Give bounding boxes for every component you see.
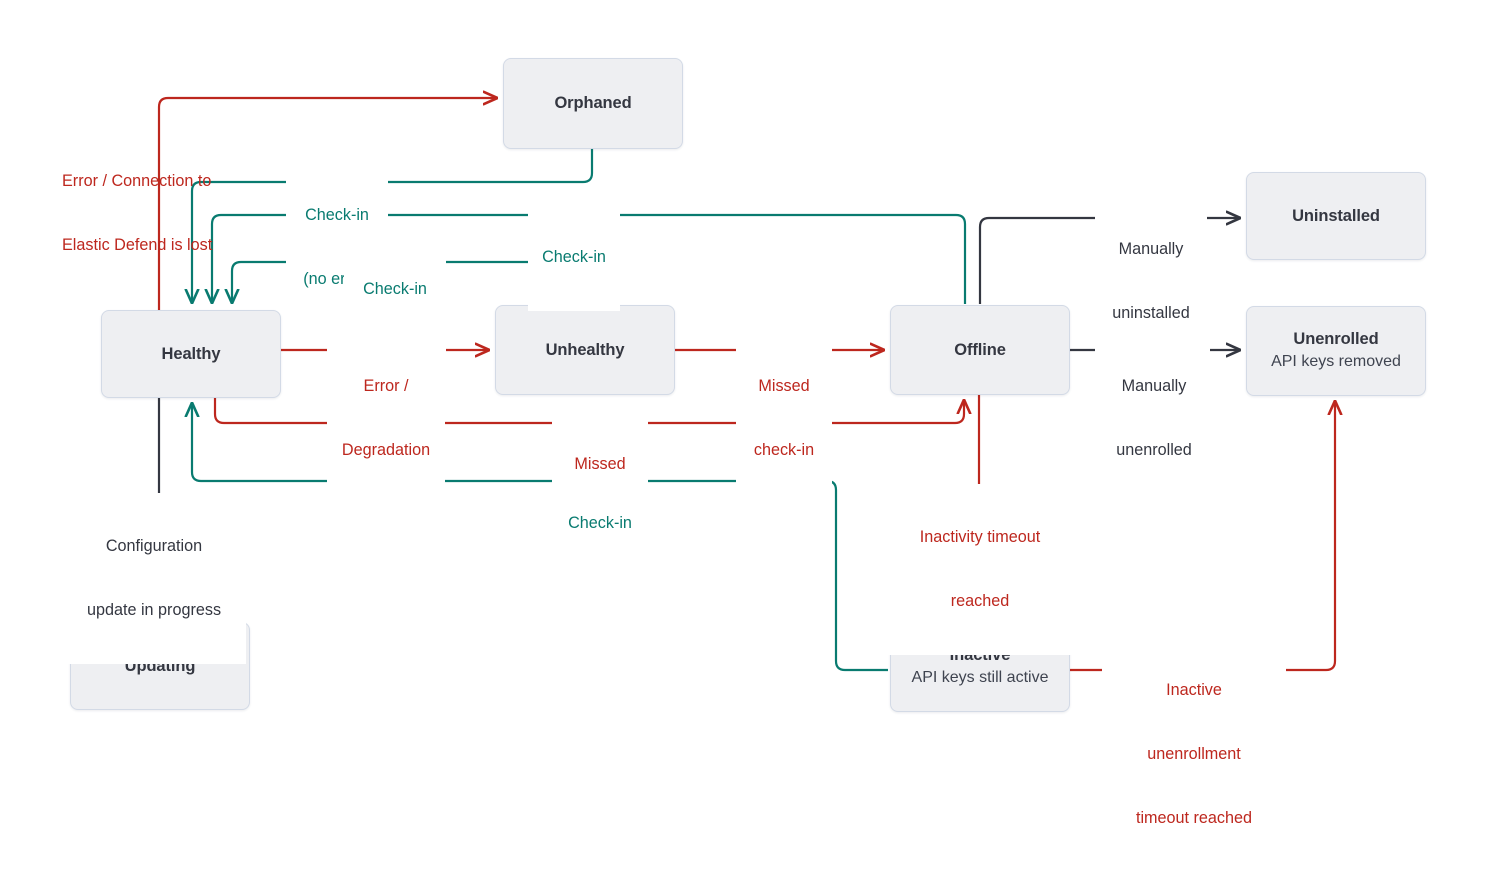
edge-label-line: Check-in: [291, 204, 383, 227]
edge-label-healthy-to-updating: Configuration update in progress: [62, 493, 246, 664]
edge-label-line: Missed: [574, 454, 626, 473]
edge-label-line: Check-in: [542, 247, 606, 266]
node-subtitle: API keys removed: [1271, 353, 1401, 371]
node-title: Uninstalled: [1292, 206, 1380, 225]
edge-label-unhealthy-to-offline: Missed check-in: [736, 333, 832, 504]
edge-label-line: Manually: [1118, 239, 1184, 258]
edge-label-line: Inactivity timeout: [919, 527, 1041, 546]
node-title: Unenrolled: [1293, 329, 1379, 348]
state-diagram: Orphaned Healthy Unhealthy Offline Unins…: [62, 58, 1426, 827]
edge-label-offline-to-unenrolled: Manually unenrolled: [1098, 333, 1210, 504]
edge-label-line: uninstalled: [1112, 303, 1190, 322]
node-title: Offline: [954, 340, 1006, 359]
edge-label-line: Check-in: [349, 278, 441, 301]
edge-inactive-to-unenrolled: [1070, 401, 1335, 672]
edge-label-line: Manually: [1121, 376, 1187, 395]
edge-label-line: Configuration: [105, 536, 203, 555]
edge-label-healthy-to-orphaned: Error / Connection to Elastic Defend is …: [62, 128, 262, 299]
edge-label-offline-to-healthy: Check-in: [528, 204, 620, 311]
edge-label-healthy-to-unhealthy: Error / Degradation: [327, 333, 445, 504]
edge-label-inactive-to-unenrolled: Inactive unenrollment timeout reached: [1102, 637, 1286, 872]
edge-offline-to-uninstalled: [978, 218, 1240, 304]
edge-label-line: Elastic Defend is lost: [62, 235, 213, 254]
node-uninstalled[interactable]: Uninstalled: [1246, 172, 1426, 260]
edge-label-line: Missed: [758, 376, 810, 395]
node-subtitle: API keys still active: [911, 669, 1049, 687]
edge-label-line: Error / Connection to: [62, 171, 212, 190]
edge-label-line: unenrollment: [1147, 744, 1241, 763]
edge-label-line: update in progress: [86, 600, 222, 619]
node-title: Healthy: [161, 344, 221, 363]
edge-healthy-to-orphaned: [157, 98, 497, 310]
node-healthy[interactable]: Healthy: [101, 310, 281, 398]
edge-label-line: Degradation: [341, 440, 431, 459]
edge-label-inactive-to-healthy: Check-in: [554, 470, 646, 577]
node-offline[interactable]: Offline: [890, 305, 1070, 395]
edge-label-line: Inactive: [1166, 680, 1222, 699]
edge-label-line: check-in: [753, 440, 815, 459]
edge-label-line: timeout reached: [1135, 809, 1253, 827]
node-title: Orphaned: [554, 94, 632, 113]
edge-label-line: Error /: [363, 376, 409, 395]
node-unhealthy[interactable]: Unhealthy: [495, 305, 675, 395]
node-unenrolled[interactable]: Unenrolled API keys removed: [1246, 306, 1426, 396]
node-title: Unhealthy: [545, 340, 625, 359]
edge-label-line: reached: [950, 591, 1010, 610]
edge-label-line: unenrolled: [1116, 440, 1192, 459]
edge-orphaned-to-healthy: [192, 149, 594, 303]
edge-inactive-to-healthy: [192, 403, 888, 672]
node-orphaned[interactable]: Orphaned: [503, 58, 683, 149]
edge-label-line: Check-in: [568, 513, 632, 532]
edge-label-offline-to-inactive: Inactivity timeout reached: [888, 484, 1072, 655]
